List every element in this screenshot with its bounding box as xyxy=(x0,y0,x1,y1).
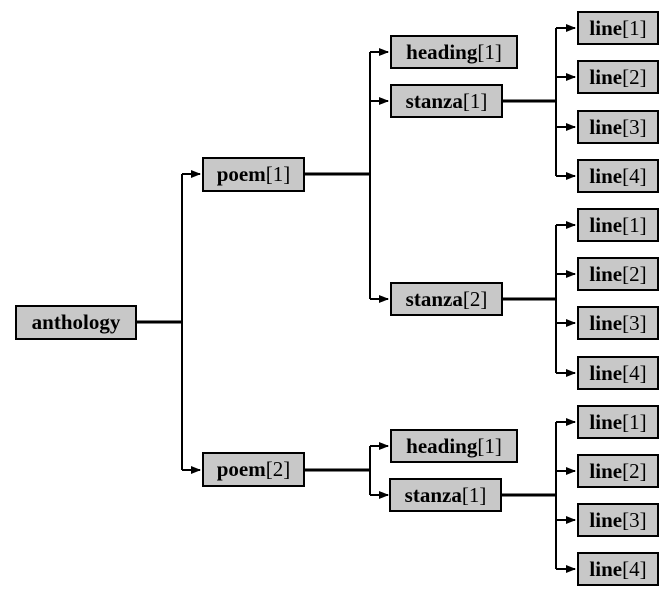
node-poem-1-stanza-2-line-2: line[2] xyxy=(577,257,659,291)
node-label: line xyxy=(589,409,623,434)
node-poem-1-stanza-2-line-3: line[3] xyxy=(577,306,659,340)
node-index: [2] xyxy=(622,261,647,286)
node-index: [1] xyxy=(462,88,488,113)
node-index: [4] xyxy=(622,360,647,385)
node-index: [4] xyxy=(622,556,647,581)
node-label: line xyxy=(589,261,623,286)
node-label: stanza xyxy=(405,286,463,311)
node-index: [1] xyxy=(477,39,502,64)
node-poem-2-stanza-1: stanza[1] xyxy=(389,478,502,512)
node-poem-2-stanza-1-line-2: line[2] xyxy=(577,454,659,488)
node-label: line xyxy=(589,360,623,385)
node-index: [4] xyxy=(622,163,647,188)
node-label: anthology xyxy=(31,310,121,334)
node-poem-1-stanza-1-line-3: line[3] xyxy=(577,110,659,144)
node-poem-2-stanza-1-line-4: line[4] xyxy=(577,552,659,586)
node-poem-1-stanza-1: stanza[1] xyxy=(390,84,503,118)
node-anthology: anthology xyxy=(15,305,137,340)
node-index: [1] xyxy=(265,162,291,186)
node-poem-1: poem[1] xyxy=(202,157,305,192)
node-label: line xyxy=(589,310,623,335)
node-index: [3] xyxy=(622,507,647,532)
node-index: [3] xyxy=(622,310,647,335)
node-index: [3] xyxy=(622,114,647,139)
node-poem-1-heading-1: heading[1] xyxy=(390,35,518,69)
node-label: line xyxy=(589,15,623,40)
node-label: poem xyxy=(216,457,266,481)
node-label: stanza xyxy=(405,88,463,113)
node-label: line xyxy=(589,64,623,89)
node-poem-1-stanza-1-line-2: line[2] xyxy=(577,60,659,94)
node-index: [2] xyxy=(622,458,647,483)
node-label: stanza xyxy=(404,482,462,507)
node-poem-1-stanza-2-line-1: line[1] xyxy=(577,208,659,242)
node-index: [2] xyxy=(462,286,488,311)
node-poem-1-stanza-2: stanza[2] xyxy=(390,282,503,316)
node-label: poem xyxy=(216,162,266,186)
node-poem-1-stanza-1-line-1: line[1] xyxy=(577,11,659,45)
node-poem-2-stanza-1-line-1: line[1] xyxy=(577,405,659,439)
node-poem-2: poem[2] xyxy=(202,452,305,487)
node-index: [1] xyxy=(622,212,647,237)
node-index: [2] xyxy=(265,457,291,481)
node-index: [2] xyxy=(622,64,647,89)
node-label: line xyxy=(589,458,623,483)
node-poem-2-heading-1: heading[1] xyxy=(390,429,518,463)
node-index: [1] xyxy=(477,433,502,458)
node-label: line xyxy=(589,212,623,237)
node-label: line xyxy=(589,507,623,532)
node-poem-1-stanza-1-line-4: line[4] xyxy=(577,159,659,193)
node-index: [1] xyxy=(622,409,647,434)
node-label: line xyxy=(589,114,623,139)
node-label: heading xyxy=(406,433,478,458)
node-label: line xyxy=(589,556,623,581)
node-label: heading xyxy=(406,39,478,64)
node-index: [1] xyxy=(461,482,487,507)
node-label: line xyxy=(589,163,623,188)
node-index: [1] xyxy=(622,15,647,40)
node-poem-2-stanza-1-line-3: line[3] xyxy=(577,503,659,537)
node-poem-1-stanza-2-line-4: line[4] xyxy=(577,356,659,390)
